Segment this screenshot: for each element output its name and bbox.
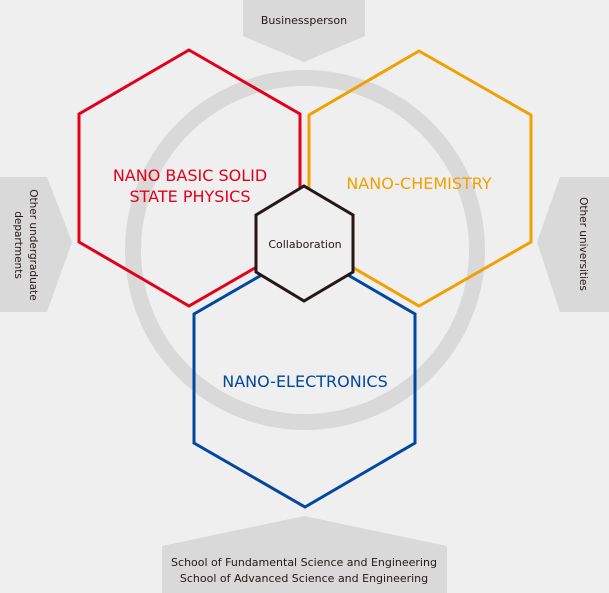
top-arrow-shape [243, 0, 365, 62]
bottom-arrow: School of Fundamental Science and Engine… [162, 516, 447, 593]
chemistry-hexagon [307, 49, 533, 308]
bottom-arrow-label-line-2: School of Advanced Science and Engineeri… [180, 572, 428, 585]
collaboration-title: Collaboration [268, 238, 341, 251]
bottom-arrow-label-line-1: School of Fundamental Science and Engine… [171, 556, 437, 569]
electronics-title: NANO-ELECTRONICS [222, 372, 388, 391]
bottom-arrow-shape [162, 516, 447, 593]
solid-state-title-line-1: NANO BASIC SOLID [113, 166, 267, 185]
left-arrow-shape [0, 177, 72, 312]
top-arrow: Businessperson [243, 0, 365, 62]
right-arrow-shape [537, 177, 609, 312]
top-arrow-label: Businessperson [261, 14, 347, 27]
solid-state-hexagon [77, 48, 302, 308]
left-arrow: Other undergraduate departments [0, 177, 72, 312]
chemistry-title: NANO-CHEMISTRY [346, 174, 492, 193]
left-arrow-label-line-1: Other undergraduate [27, 189, 39, 300]
right-arrow-label: Other universities [577, 197, 589, 291]
right-arrow: Other universities [537, 177, 609, 312]
central-ring [125, 70, 485, 430]
collaboration-hexagon [254, 184, 355, 303]
electronics-hexagon [192, 248, 417, 509]
solid-state-title-line-2: STATE PHYSICS [129, 187, 250, 206]
left-arrow-label-line-2: departments [12, 211, 24, 279]
